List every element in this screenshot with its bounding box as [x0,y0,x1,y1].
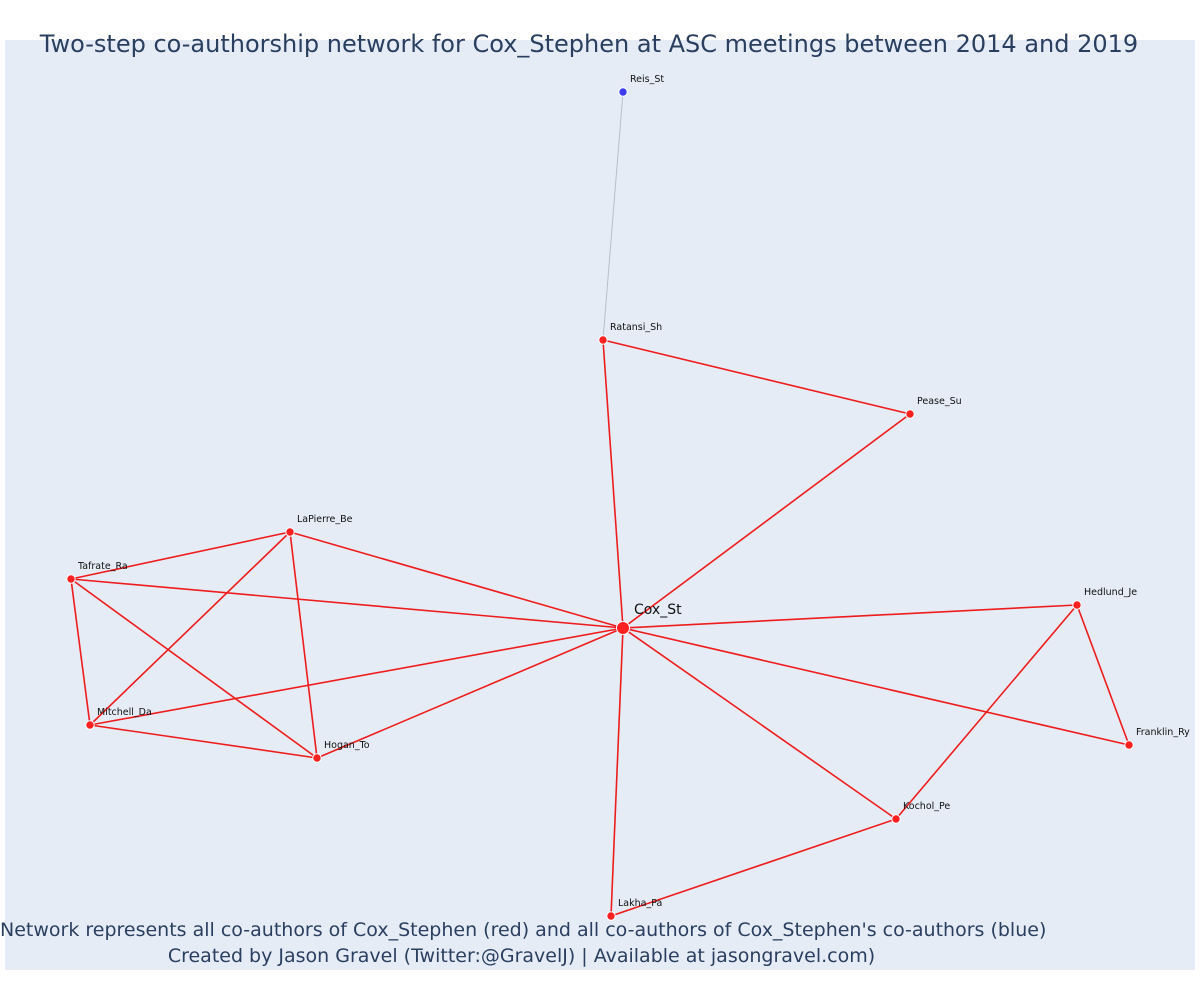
edge-lapierre-be-hogan-to [289,531,318,759]
edge-layer [70,91,1130,917]
edge-lakha-pa-cox-st [610,627,624,917]
node-label-pease-su: Pease_Su [917,396,962,407]
label-layer: Cox_St Reis_StRatansi_ShPease_SuLaPierre_… [77,74,1190,909]
edge-franklin-ry-cox-st [622,627,1130,746]
edge-hedlund-je-kochol-pe [895,604,1078,820]
node-pease-su[interactable] [905,409,915,419]
node-label-lakha-pa: Lakha_Pa [618,898,662,909]
node-franklin-ry[interactable] [1124,740,1134,750]
caption-line-2: Created by Jason Gravel (Twitter:@Gravel… [167,945,876,967]
node-label-reis-st: Reis_St [630,74,664,85]
edge-tafrate-ra-cox-st [70,578,624,629]
node-mitchell-da[interactable] [85,720,95,730]
edge-hogan-to-cox-st [316,627,624,759]
edge-tafrate-ra-hogan-to [70,578,318,759]
node-label-kochol-pe: Kochol_Pe [903,801,950,812]
node-label-hogan-to: Hogan_To [324,740,370,751]
node-reis-st[interactable] [618,87,628,97]
edge-kochol-pe-cox-st [622,627,897,820]
node-ratansi-sh[interactable] [598,335,608,345]
edge-mitchell-da-cox-st [89,627,624,726]
node-label-ratansi-sh: Ratansi_Sh [610,322,662,333]
node-label-tafrate-ra: Tafrate_Ra [77,561,128,572]
node-lakha-pa[interactable] [606,911,616,921]
node-label-hedlund-je: Hedlund_Je [1084,587,1137,598]
caption-line-1: Network represents all co-authors of Cox… [0,919,1047,941]
edge-reis-st-ratansi-sh [602,91,624,341]
edge-lapierre-be-mitchell-da [89,531,291,726]
edge-kochol-pe-lakha-pa [610,818,897,917]
node-label-mitchell-da: Mitchell_Da [97,707,152,718]
edge-ratansi-sh-cox-st [602,339,624,629]
node-layer [66,87,1134,921]
node-hedlund-je[interactable] [1072,600,1082,610]
edge-hedlund-je-franklin-ry [1076,604,1130,746]
edge-lapierre-be-cox-st [289,531,624,629]
edge-hedlund-je-cox-st [622,604,1078,629]
node-label-lapierre-be: LaPierre_Be [297,514,353,525]
node-tafrate-ra[interactable] [66,574,76,584]
node-label-franklin-ry: Franklin_Ry [1136,727,1190,738]
node-lapierre-be[interactable] [285,527,295,537]
edge-tafrate-ra-mitchell-da [70,578,91,726]
node-hogan-to[interactable] [312,753,322,763]
node-kochol-pe[interactable] [891,814,901,824]
edge-mitchell-da-hogan-to [89,724,318,759]
plot-background [5,40,1195,970]
edge-tafrate-ra-lapierre-be [70,531,291,580]
node-cox-st[interactable] [616,621,630,635]
chart-title: Two-step co-authorship network for Cox_S… [39,30,1139,58]
node-label-cox-st: Cox_St [634,602,682,618]
edge-pease-su-cox-st [622,413,911,629]
edge-ratansi-sh-pease-su [602,339,911,415]
